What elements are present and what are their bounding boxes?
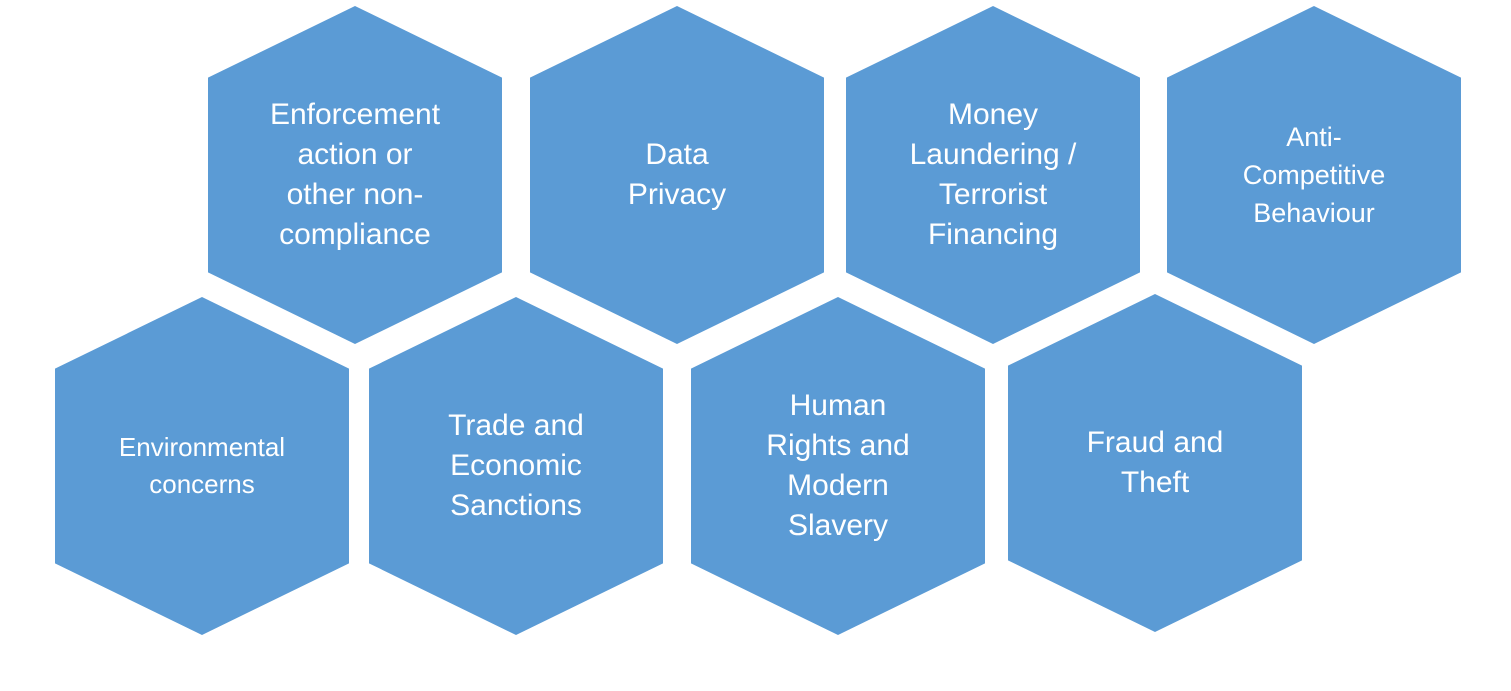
- label-line: Economic: [450, 449, 582, 482]
- label-line: Modern: [787, 469, 889, 502]
- label-line: Human: [789, 389, 887, 422]
- label-line: Trade and: [448, 409, 584, 442]
- hexagon-money-laundering: Money Laundering / Terrorist Financing: [846, 6, 1140, 344]
- label-line: Behaviour: [1253, 198, 1375, 228]
- label-line: Rights and: [766, 429, 910, 462]
- label-line: Environmental: [118, 432, 286, 462]
- hexagon-trade-sanctions: Trade and Economic Sanctions: [369, 297, 663, 635]
- hexagon-label: Human Rights and Modern Slavery: [728, 386, 948, 546]
- hexagon-label: Enforcement action or other non- complia…: [245, 95, 465, 255]
- hexagon-label: Environmental concerns: [92, 429, 312, 503]
- label-line: concerns: [149, 469, 255, 499]
- hexagon-human-rights: Human Rights and Modern Slavery: [691, 297, 985, 635]
- label-line: Competitive: [1242, 160, 1386, 190]
- label-line: Enforcement: [269, 98, 441, 131]
- label-line: Theft: [1120, 466, 1190, 499]
- hexagon-label: Fraud and Theft: [1045, 423, 1265, 503]
- hexagon-data-privacy: Data Privacy: [530, 6, 824, 344]
- label-line: Terrorist: [938, 178, 1048, 211]
- hexagon-environmental: Environmental concerns: [55, 297, 349, 635]
- hexagon-label: Money Laundering / Terrorist Financing: [883, 95, 1103, 255]
- label-line: Anti-: [1286, 122, 1342, 152]
- hexagon-label: Anti- Competitive Behaviour: [1204, 118, 1424, 232]
- hexagon-enforcement: Enforcement action or other non- complia…: [208, 6, 502, 344]
- label-line: compliance: [279, 218, 431, 251]
- label-line: Slavery: [787, 509, 889, 542]
- label-line: Financing: [927, 218, 1059, 251]
- hexagon-label: Trade and Economic Sanctions: [406, 406, 626, 526]
- label-line: Data: [645, 138, 709, 171]
- label-line: Sanctions: [450, 489, 582, 522]
- label-line: Money: [947, 98, 1039, 131]
- label-line: other non-: [286, 178, 424, 211]
- label-line: Fraud and: [1086, 426, 1224, 459]
- hexagon-label: Data Privacy: [567, 135, 787, 215]
- label-line: action or: [297, 138, 413, 171]
- label-line: Privacy: [627, 178, 727, 211]
- label-line: Laundering /: [909, 138, 1077, 171]
- hexagon-anti-competitive: Anti- Competitive Behaviour: [1167, 6, 1461, 344]
- hexagon-fraud-theft: Fraud and Theft: [1008, 294, 1302, 632]
